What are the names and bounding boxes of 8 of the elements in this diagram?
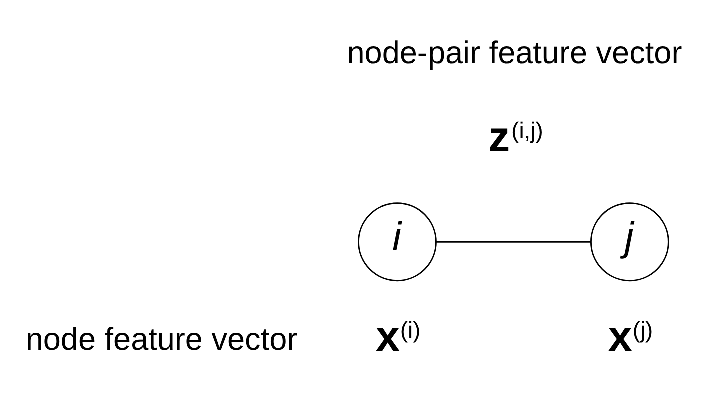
- label: x$^{(i)}$: [376, 313, 421, 362]
- label: node feature vector: [26, 320, 298, 357]
- label: node-pair feature vector: [347, 34, 682, 71]
- connector: [436, 241, 592, 243]
- node-circle: i: [358, 202, 437, 282]
- node-circle: j: [590, 202, 670, 282]
- label: z$^{(i,j)}$: [488, 114, 544, 162]
- label: x$^{(j)}$: [608, 313, 654, 362]
